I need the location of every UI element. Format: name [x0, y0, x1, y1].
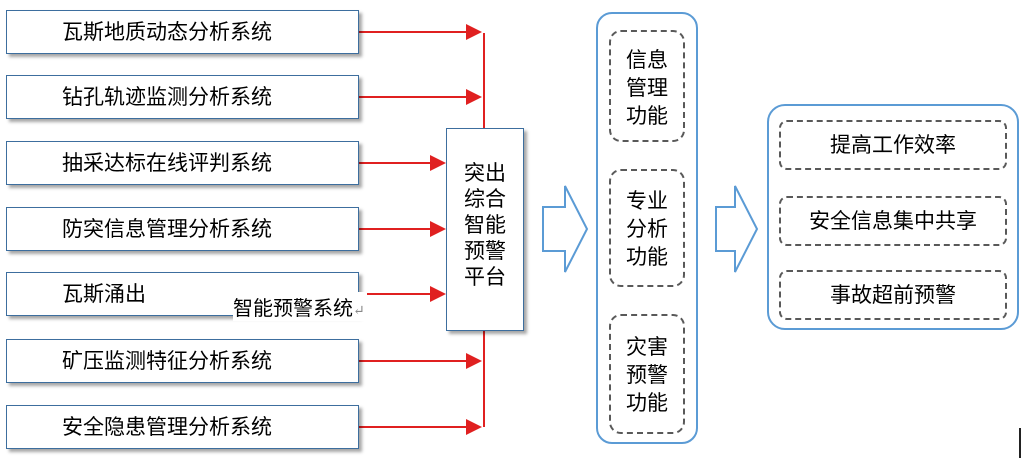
platform-box: 突出 综合 智能 预警 平台	[446, 128, 524, 331]
platform-line: 平台	[464, 265, 506, 289]
function-professional-analysis: 专业 分析 功能	[609, 169, 685, 287]
function-line: 管理	[626, 76, 668, 100]
function-line: 信息	[626, 48, 668, 72]
platform-line: 预警	[464, 239, 506, 263]
functions-panel: 信息 管理 功能 专业 分析 功能 灾害 预警 功能	[596, 12, 698, 444]
system-box-gas-geology: 瓦斯地质动态分析系统	[6, 10, 359, 54]
benefit-early-warning: 事故超前预警	[779, 270, 1007, 320]
overlay-label: 智能预警系统	[233, 296, 353, 320]
system-box-outburst-info: 防突信息管理分析系统	[6, 207, 359, 251]
function-line: 预警	[626, 363, 668, 387]
text-cursor	[1019, 428, 1021, 458]
function-line: 灾害	[626, 335, 668, 359]
benefit-info-sharing: 安全信息集中共享	[779, 196, 1007, 246]
system-box-safety-hazard: 安全隐患管理分析系统	[6, 405, 359, 449]
function-line: 专业	[626, 189, 668, 213]
function-disaster-warning: 灾害 预警 功能	[609, 314, 685, 434]
platform-line: 突出	[464, 161, 506, 185]
function-line: 功能	[626, 391, 668, 415]
function-line: 功能	[626, 245, 668, 269]
flow-arrow-1	[542, 185, 589, 273]
function-info-management: 信息 管理 功能	[609, 30, 685, 142]
flow-arrow-2	[715, 185, 759, 273]
benefit-efficiency: 提高工作效率	[779, 120, 1007, 170]
platform-line: 综合	[464, 187, 506, 211]
system-box-extraction-standard: 抽采达标在线评判系统	[6, 141, 359, 185]
return-mark-icon: ↵	[353, 303, 365, 319]
platform-line: 智能	[464, 213, 506, 237]
system-box-drilling-trajectory: 钻孔轨迹监测分析系统	[6, 75, 359, 119]
function-line: 分析	[626, 217, 668, 241]
function-line: 功能	[626, 104, 668, 128]
system-box-rock-pressure: 矿压监测特征分析系统	[6, 339, 359, 383]
overlay-text: 智能预警系统↵	[233, 292, 367, 321]
